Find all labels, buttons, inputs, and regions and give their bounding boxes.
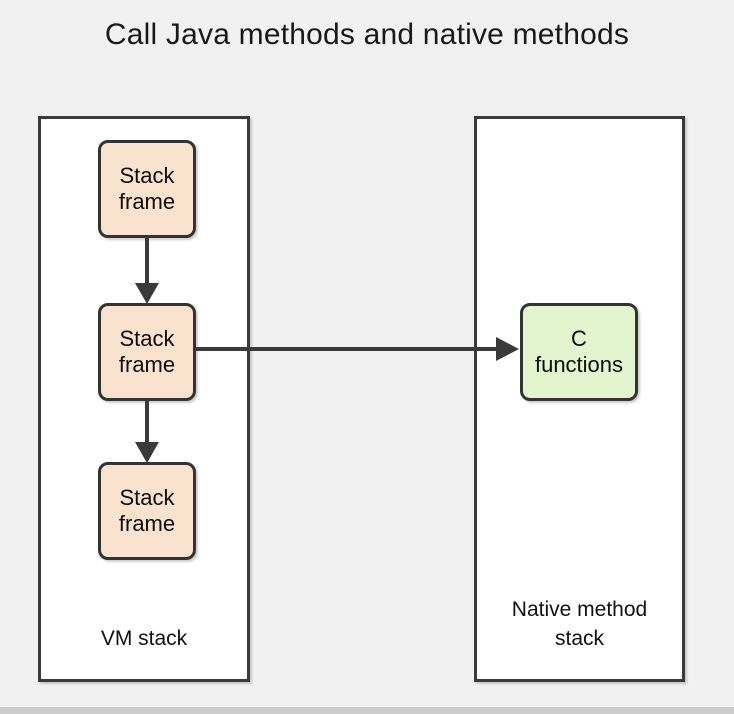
- native-method-stack-label: Native method stack: [477, 596, 682, 653]
- native-method-stack-container: Native method stack: [474, 116, 685, 682]
- native-stack-label-line2: stack: [554, 626, 604, 650]
- stack-frame-node-1-line2: frame: [118, 189, 176, 214]
- stack-frame-node-2-line2: frame: [118, 352, 176, 377]
- arrow-frame1-to-frame2-line: [145, 237, 149, 285]
- arrow-frame2-to-cfunctions-line: [196, 347, 498, 351]
- page-title: Call Java methods and native methods: [104, 18, 630, 51]
- arrow-frame1-to-frame2-head-icon: [135, 283, 159, 304]
- c-functions-node-line1: C: [571, 326, 587, 352]
- arrow-frame2-to-frame3-line: [145, 400, 149, 444]
- native-stack-label-line1: Native method: [511, 598, 648, 622]
- arrow-frame2-to-cfunctions-head-icon: [496, 337, 519, 361]
- stack-frame-node-1-line1: Stack: [119, 163, 175, 189]
- c-functions-node-line2: functions: [534, 352, 624, 377]
- stack-frame-node-3-line2: frame: [118, 511, 176, 536]
- vm-stack-label: VM stack: [100, 626, 188, 650]
- stack-frame-node-3-line1: Stack: [119, 485, 175, 511]
- bottom-strip: [0, 707, 734, 714]
- arrow-frame2-to-frame3-head-icon: [135, 442, 159, 463]
- stack-frame-node-2-line1: Stack: [119, 326, 175, 352]
